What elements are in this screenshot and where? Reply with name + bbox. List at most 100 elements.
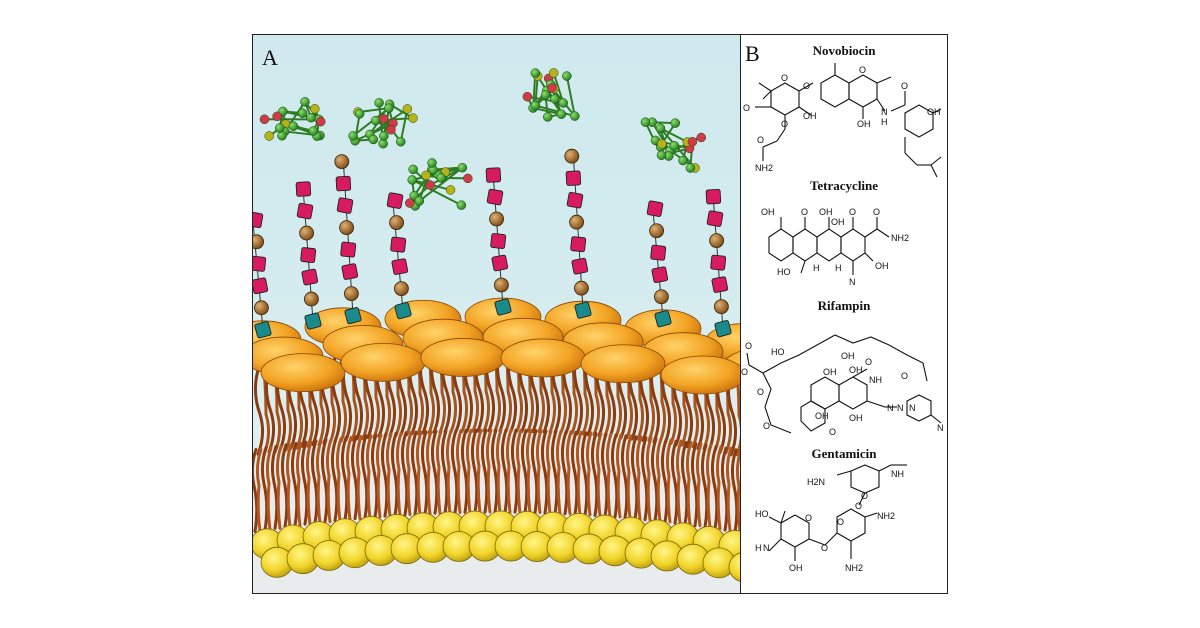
sugar-teal-unit: [344, 307, 362, 325]
novobiocin-atom: NH2: [755, 163, 773, 173]
lipid-tail: [445, 429, 453, 515]
lipid-tail: [555, 429, 563, 515]
molecule-atom: [457, 162, 468, 173]
molecule-bond: [418, 166, 463, 202]
lipid-tail: [485, 428, 493, 514]
molecule-atom: [436, 173, 446, 183]
molecule-atom: [550, 94, 560, 104]
rifampin-atom: OH: [841, 351, 855, 361]
rifampin-atom: N: [887, 403, 894, 413]
lipid-tail: [440, 429, 449, 515]
sugar-bead: [389, 215, 405, 231]
lipid-tail: [545, 429, 553, 515]
molecule-atom: [570, 111, 580, 121]
sugar-magenta-unit: [485, 167, 502, 183]
lipid-tail: [475, 428, 483, 514]
lipid-tail: [630, 435, 639, 521]
lipid-tail: [370, 433, 379, 519]
lipid-tail: [270, 444, 279, 530]
lipid-tail: [330, 437, 339, 523]
novobiocin-atom: N: [881, 107, 888, 117]
lipid-tail: [510, 428, 519, 514]
rifampin-atom: O: [829, 427, 836, 437]
lipid-tail: [705, 443, 713, 529]
lps-sugar-chains: [253, 148, 732, 339]
sugar-bead: [489, 211, 505, 227]
molecule-bond: [411, 179, 462, 207]
novobiocin-atom: OH: [857, 119, 871, 129]
sugar-magenta-unit: [490, 233, 507, 249]
sugar-bead: [564, 148, 580, 164]
molecule-atom: [445, 185, 456, 195]
rifampin-atom: OH: [815, 411, 829, 421]
molecule-atom: [463, 173, 473, 184]
lipid-tail: [670, 439, 679, 525]
lipid-tail: [685, 440, 693, 526]
lipid-tail: [715, 445, 723, 531]
gentamicin-atom: O: [861, 491, 868, 501]
molecule-atom: [547, 83, 557, 93]
lipid-tail: [530, 429, 539, 515]
figure: A B Novobiocin: [252, 34, 948, 594]
molecule-atom: [274, 123, 285, 133]
sugar-magenta-unit: [253, 211, 264, 229]
molecule-atom: [640, 117, 651, 127]
molecule-atom: [370, 115, 381, 126]
sugar-magenta-unit: [253, 255, 267, 272]
panel-label-b: B: [745, 41, 760, 66]
sugar-magenta-unit: [710, 254, 727, 271]
sugar-magenta-unit: [565, 170, 582, 186]
molecule-atom: [259, 114, 270, 125]
sugar-magenta-unit: [335, 175, 352, 192]
drug-name-novobiocin: Novobiocin: [812, 43, 876, 58]
novobiocin-atom: O: [803, 81, 810, 91]
molecule-atom: [384, 103, 394, 113]
lipid-tail: [490, 428, 499, 514]
outer-headgroup: [660, 355, 740, 395]
tetracycline-atom: H: [835, 263, 842, 273]
molecule-atom: [522, 91, 533, 102]
molecule-atom: [696, 132, 706, 143]
rifampin-atom: O: [757, 387, 764, 397]
gentamicin-atom: H: [755, 543, 762, 553]
novobiocin-atom: O: [781, 73, 788, 83]
inner-leaflet-headgroups: [253, 510, 740, 582]
lipid-tail: [565, 430, 573, 516]
novobiocin-atom: O: [743, 103, 750, 113]
novobiocin-atom: O: [757, 135, 764, 145]
lipid-tail: [290, 441, 299, 527]
lipid-tail: [655, 437, 663, 523]
gentamicin-atom: NH2: [877, 511, 895, 521]
lipid-tail: [615, 433, 623, 519]
sugar-magenta-unit: [566, 191, 584, 209]
rifampin-atom: O: [741, 367, 748, 377]
lipid-tail: [325, 438, 333, 524]
sugar-bead: [299, 225, 314, 241]
molecule-atom: [670, 118, 681, 128]
molecule-atom: [655, 123, 666, 134]
molecule-atom: [678, 155, 688, 166]
lipid-tail: [605, 432, 613, 518]
lipid-tail: [495, 428, 503, 514]
lipid-tail: [425, 430, 433, 516]
sugar-bead: [569, 214, 585, 230]
lipid-tail: [345, 436, 353, 522]
lipid-tail: [320, 438, 329, 524]
molecule-atom: [669, 141, 680, 151]
lipid-tail: [575, 430, 583, 516]
gentamicin-atom: O: [855, 501, 862, 511]
tetracycline-atom: O: [873, 207, 880, 217]
lipid-tail: [280, 443, 289, 529]
lipid-tail: [255, 447, 263, 533]
lipid-tail: [315, 439, 323, 525]
sugar-teal-unit: [574, 301, 592, 319]
molecule-atom: [408, 164, 418, 175]
drug-name-tetracycline: Tetracycline: [809, 178, 879, 193]
lipid-tail: [625, 434, 633, 520]
tetracycline-atom: O: [849, 207, 856, 217]
inner-headgroup: [728, 552, 740, 582]
lipid-tail: [520, 428, 529, 514]
lipid-tail: [550, 429, 559, 515]
lipid-tail: [590, 431, 599, 517]
sugar-teal-unit: [714, 320, 732, 338]
